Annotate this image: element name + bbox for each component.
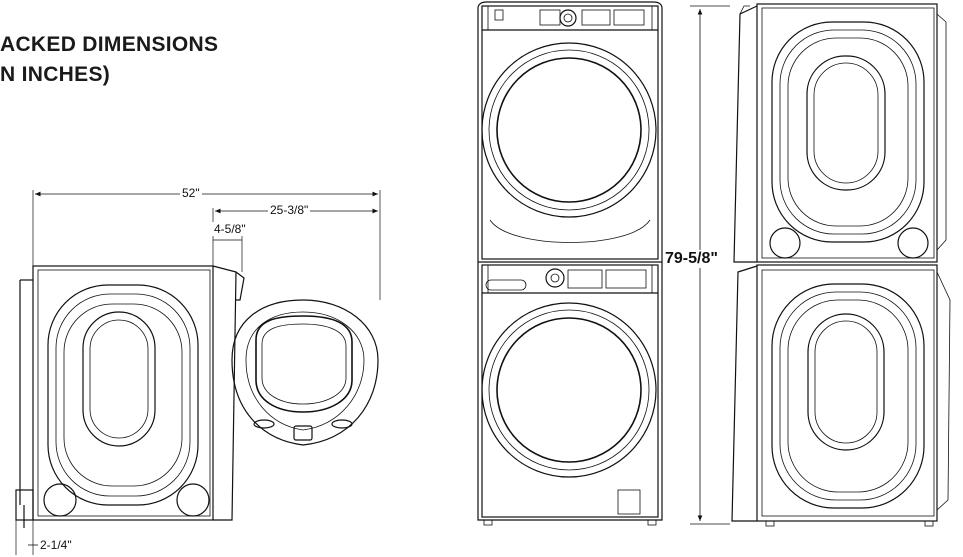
open-door bbox=[231, 299, 379, 446]
title-line-2: N INCHES) bbox=[0, 63, 111, 86]
dimension-overall-width: 52" bbox=[180, 186, 202, 200]
diagram-title: ACKED DIMENSIONS N INCHES) bbox=[0, 30, 218, 90]
front-view-stacked bbox=[477, 1, 663, 526]
dimension-door-swing: 25-3/8" bbox=[268, 203, 311, 217]
side-view-stacked bbox=[731, 3, 951, 527]
side-view-single-unit bbox=[15, 190, 381, 555]
title-line-1: ACKED DIMENSIONS bbox=[0, 33, 219, 56]
dimension-stacked-height: 79-5/8" bbox=[664, 250, 719, 268]
dimension-base-offset: 2-1/4" bbox=[38, 538, 74, 552]
dimension-door-depth: 4-5/8" bbox=[212, 222, 248, 236]
